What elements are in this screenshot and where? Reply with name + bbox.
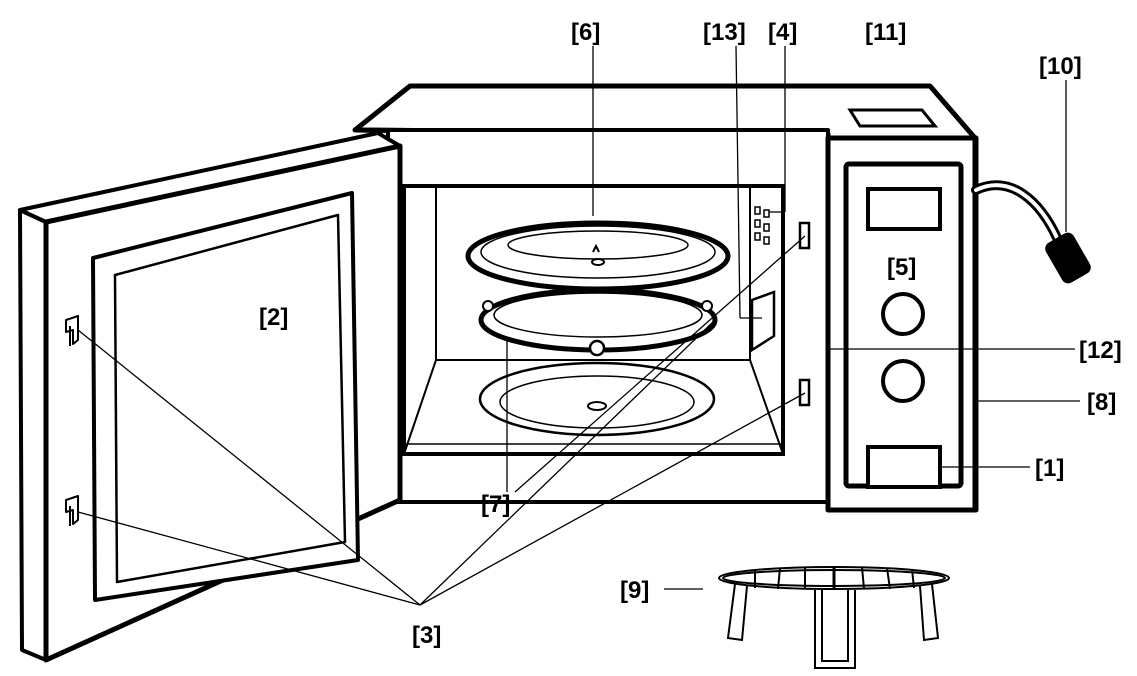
nameplate bbox=[847, 108, 939, 128]
leader-3d bbox=[419, 392, 806, 606]
leader-7b bbox=[514, 235, 806, 493]
leader-3c bbox=[419, 319, 716, 606]
leader-13 bbox=[735, 45, 741, 319]
label-5: [5] bbox=[887, 254, 916, 281]
latch-slot-top bbox=[798, 221, 811, 250]
label-7: [7] bbox=[481, 491, 510, 518]
power-cord bbox=[971, 180, 1091, 284]
door-latch-bottom bbox=[65, 495, 79, 526]
control-panel bbox=[866, 187, 942, 489]
control-knob-top bbox=[881, 292, 925, 336]
control-knob-bottom bbox=[881, 359, 925, 403]
power-plug-icon bbox=[1045, 232, 1091, 284]
grill-rack bbox=[718, 566, 950, 669]
label-4: [4] bbox=[768, 19, 797, 46]
callout-labels: [6] [13] [4] [11] [10] [5] [2] [12] [8] … bbox=[259, 19, 1122, 649]
label-1: [1] bbox=[1035, 455, 1064, 482]
latch-slot-bottom bbox=[798, 378, 811, 407]
label-10: [10] bbox=[1039, 53, 1082, 80]
label-9: [9] bbox=[620, 577, 649, 604]
label-2: [2] bbox=[259, 304, 288, 331]
display-window bbox=[866, 187, 942, 231]
label-13: [13] bbox=[703, 19, 746, 46]
label-6: [6] bbox=[571, 19, 600, 46]
waveguide-cover bbox=[750, 290, 776, 353]
leader-lines bbox=[77, 45, 1080, 606]
door-window bbox=[113, 213, 347, 584]
label-11: [11] bbox=[865, 19, 906, 46]
vent-holes bbox=[754, 206, 770, 245]
label-8: [8] bbox=[1087, 389, 1116, 416]
label-12: [12] bbox=[1079, 337, 1122, 364]
label-3: [3] bbox=[412, 622, 441, 649]
leader-3b bbox=[77, 511, 421, 606]
turntable-base bbox=[478, 361, 716, 437]
latch-slots bbox=[798, 221, 811, 407]
door bbox=[18, 131, 403, 663]
leader-3a bbox=[77, 329, 421, 606]
glass-turntable bbox=[465, 220, 731, 292]
door-release-button bbox=[866, 445, 942, 489]
door-latch-top bbox=[65, 315, 79, 346]
